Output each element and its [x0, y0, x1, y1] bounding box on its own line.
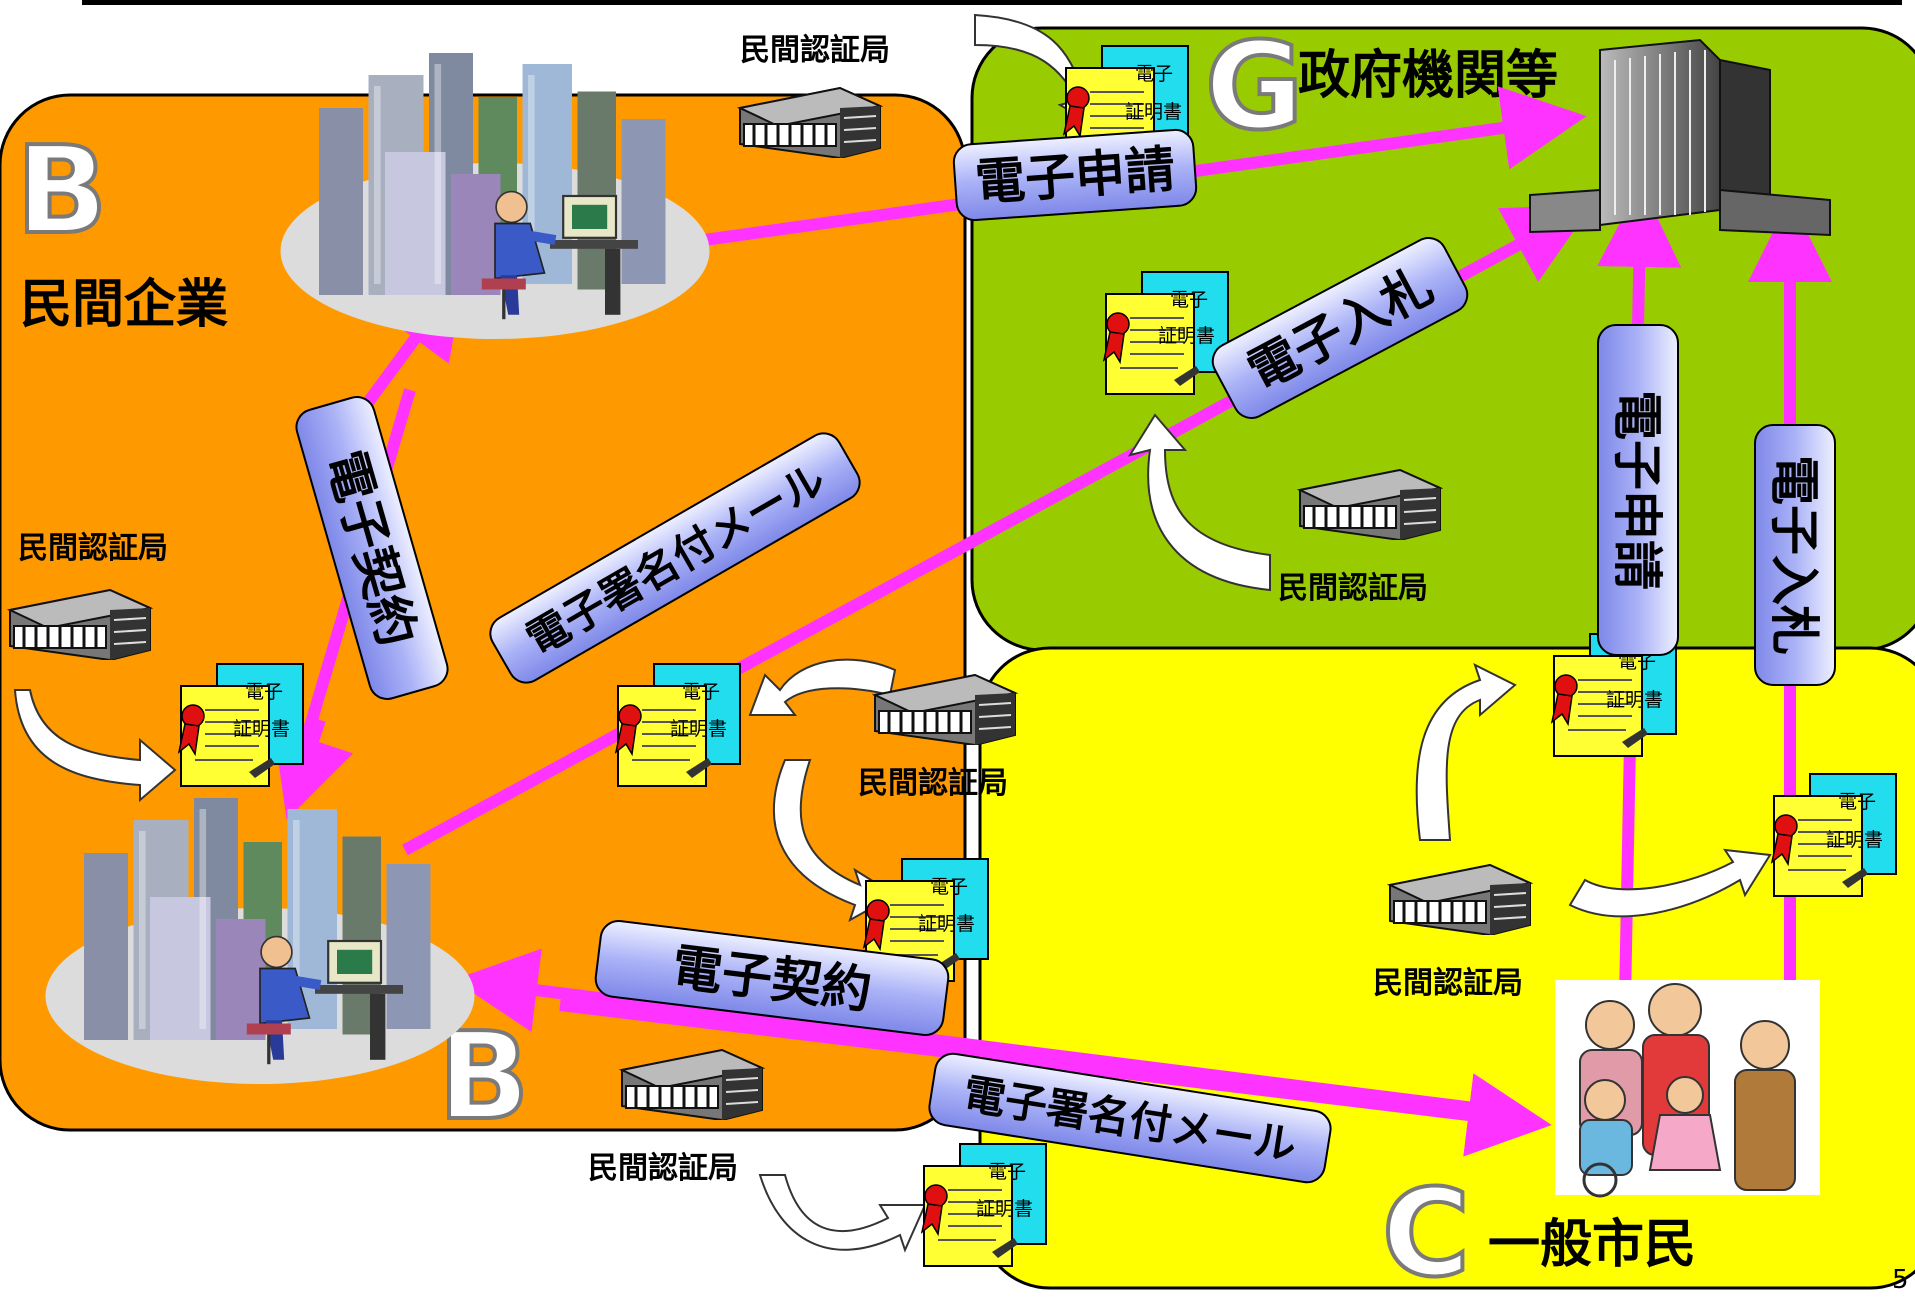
certificate-government: 電子 証明書 — [1103, 271, 1229, 395]
certificate-top: 電子 証明書 — [1063, 45, 1189, 169]
ca-citizens: 民間認証局 — [1373, 863, 1532, 1001]
top-rule — [82, 0, 1902, 5]
ca-label-left: 民間認証局 — [18, 531, 168, 566]
ca-bottom: 民間認証局 — [588, 1048, 764, 1186]
pill-label: 電子申請 — [1608, 390, 1666, 590]
region-letter-b: B — [16, 122, 107, 261]
pill-e-bidding-vertical: 電子入札 — [1754, 424, 1836, 686]
issuance-arrows — [13, 13, 1772, 1253]
issuance-arrow-center-down — [773, 759, 897, 923]
pill-e-application-vertical: 電子申請 — [1597, 324, 1679, 656]
arrow-contract-down — [273, 718, 354, 820]
certificate-center-lower: 電子 証明書 — [863, 858, 989, 982]
ca-label-bottom: 民間認証局 — [588, 1151, 738, 1186]
cert-text-line1: 電子 — [988, 1161, 1026, 1183]
cert-text-line2: 証明書 — [233, 718, 290, 740]
pill-label: 電子申請 — [973, 140, 1177, 212]
arrow-c-to-b-contract — [453, 948, 1491, 1116]
issuance-arrow-bottom — [758, 1174, 927, 1253]
ca-label-top: 民間認証局 — [740, 33, 890, 68]
cert-text-line1: 電子 — [1170, 289, 1208, 311]
certificate-center: 電子 証明書 — [615, 663, 741, 787]
pill-e-application-top: 電子申請 — [952, 128, 1198, 222]
cert-text-line2: 証明書 — [976, 1198, 1033, 1220]
ca-government: 民間認証局 — [1278, 468, 1442, 606]
issuance-arrow-center — [748, 658, 897, 716]
issuance-arrow-c-right — [1568, 848, 1772, 918]
region-letter-g: G — [1205, 18, 1304, 157]
arrow-b-to-c-mail — [559, 999, 1552, 1157]
citizens-family-image — [1555, 980, 1820, 1198]
pill-e-contract-horizontal: 電子契約 — [594, 920, 950, 1036]
private-enterprise-region — [0, 93, 967, 1132]
cert-text-line2: 証明書 — [1125, 101, 1182, 123]
ca-left: 民間認証局 — [8, 531, 168, 660]
ca-label-government: 民間認証局 — [1278, 571, 1428, 606]
government-building — [1529, 38, 1831, 237]
certificate-left: 電子 証明書 — [178, 663, 304, 787]
region-title-government: 政府機関等 — [1298, 46, 1558, 106]
cert-text-line1: 電子 — [930, 876, 968, 898]
cert-text-line2: 証明書 — [670, 718, 727, 740]
region-letter-c: C — [1382, 1165, 1470, 1295]
page-number: 5 — [1892, 1265, 1909, 1295]
pill-label: 電子入札 — [1765, 455, 1823, 655]
ca-label-citizens: 民間認証局 — [1373, 966, 1523, 1001]
cert-text-line2: 証明書 — [918, 913, 975, 935]
ca-top: 民間認証局 — [738, 33, 890, 158]
issuance-arrow-b-left — [13, 689, 177, 803]
certificate-bottom: 電子 証明書 — [921, 1143, 1047, 1267]
ca-center: 民間認証局 — [858, 673, 1017, 801]
issuance-arrow-g-right — [1127, 413, 1271, 592]
cert-text-line1: 電子 — [245, 681, 283, 703]
cert-text-line1: 電子 — [682, 681, 720, 703]
cert-text-line1: 電子 — [1618, 651, 1656, 673]
issuance-arrow-c-left — [1415, 663, 1517, 841]
certificate-citizens-right: 電子 証明書 — [1771, 773, 1897, 897]
region-title-private-enterprise: 民間企業 — [20, 275, 228, 335]
cert-text-line2: 証明書 — [1826, 829, 1883, 851]
region-title-citizens: 一般市民 — [1488, 1215, 1696, 1275]
ca-label-center: 民間認証局 — [858, 766, 1008, 801]
certificate-citizens-left: 電子 証明書 — [1551, 633, 1677, 757]
cert-text-line2: 証明書 — [1606, 689, 1663, 711]
cert-text-line2: 証明書 — [1158, 325, 1215, 347]
cert-text-line1: 電子 — [1135, 63, 1173, 85]
cert-text-line1: 電子 — [1838, 791, 1876, 813]
